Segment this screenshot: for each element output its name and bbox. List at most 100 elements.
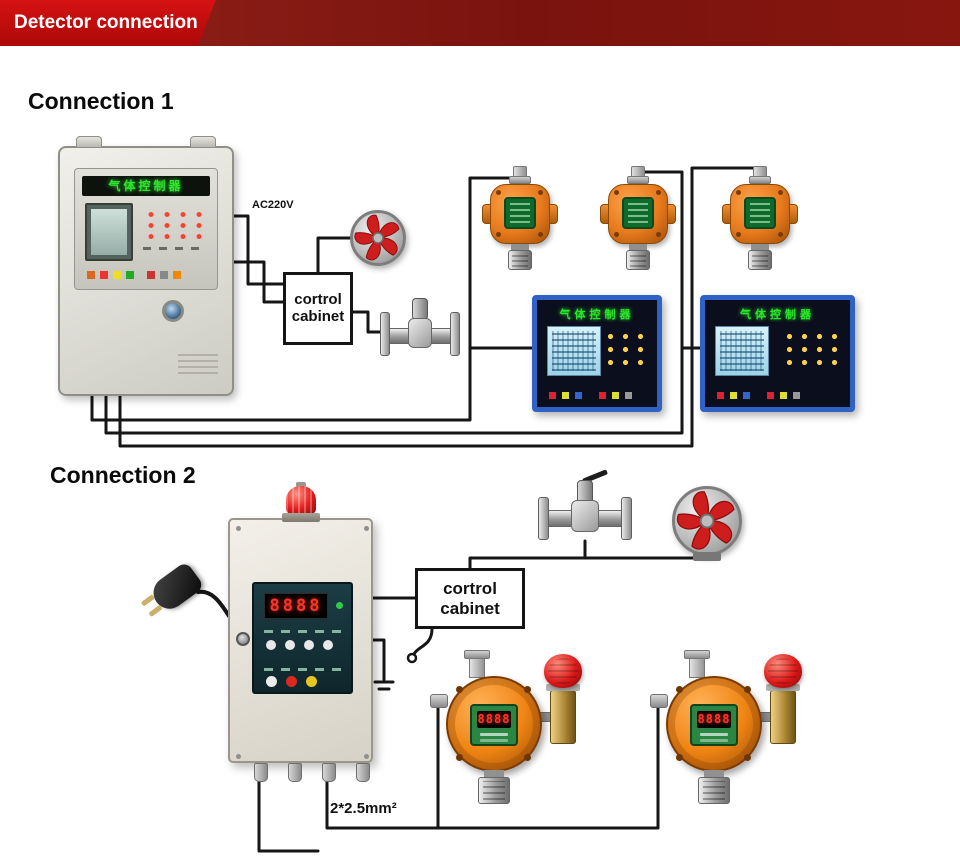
housing-bolt (676, 754, 683, 761)
panel-lcd (547, 326, 601, 376)
housing-bolts (736, 190, 741, 195)
led-labels (143, 247, 207, 250)
sensor-head (698, 777, 730, 804)
cabinet-label-line1: cortrol (443, 579, 497, 599)
display-label-row (700, 739, 728, 742)
digit-window: 8888 (477, 711, 511, 728)
controller-face-panel: 8888 (252, 582, 353, 694)
fan-blades-icon (354, 214, 400, 261)
sensor-ribs (483, 781, 505, 800)
dome-ridges (548, 658, 578, 684)
detector-display (622, 197, 654, 229)
housing-ear (667, 204, 676, 224)
alarm-controller-box: 8888 (228, 482, 373, 782)
housing-ear (600, 204, 609, 224)
sensor-ribs (630, 253, 646, 267)
lcd-glass (91, 209, 127, 255)
sensor-neck (629, 244, 647, 250)
panel-lcd (715, 326, 769, 376)
power-plug (136, 560, 216, 622)
wire-detector3 (118, 166, 762, 448)
solenoid-valve (380, 298, 460, 368)
housing-bolt (676, 686, 683, 693)
housing-bolt (524, 686, 531, 693)
controller-buttons (87, 271, 95, 279)
valve-actuator (412, 298, 428, 320)
controller-front-panel: 气体控制器 (74, 168, 218, 290)
exhaust-fan (350, 210, 406, 266)
display-label-row (480, 733, 508, 736)
fan-blades-icon (676, 491, 735, 550)
display-rows (628, 203, 648, 223)
sensor-ribs (703, 781, 725, 800)
lcd-text-rows (552, 331, 596, 371)
wire-plug-cord (196, 589, 231, 618)
display-label-row (480, 739, 508, 742)
detector-display: 8888 (470, 704, 518, 746)
cable-gland (356, 763, 370, 782)
sensor-head (748, 250, 772, 270)
control-cabinet-box: cortrol cabinet (415, 568, 525, 629)
gas-control-panel: 气体控制器 (700, 295, 855, 412)
panel-indicator-dots (603, 330, 647, 368)
door-lock-knob (162, 300, 184, 322)
plug-head (140, 560, 205, 618)
gas-detector-with-siren: 8888 (428, 650, 594, 810)
alarm-beacon (282, 482, 320, 522)
label-row (264, 630, 342, 633)
sensor-head (508, 250, 532, 270)
siren-dome (544, 654, 582, 688)
siren-body (550, 690, 576, 744)
panel-title: 气体控制器 (559, 309, 635, 321)
button-row (266, 640, 276, 650)
sensor-neck (751, 244, 769, 250)
cable-gland (322, 763, 336, 782)
housing-ear (482, 204, 491, 224)
wire-gland-stub (257, 779, 320, 853)
solenoid-valve (538, 469, 632, 544)
wire-detector1 (90, 176, 522, 422)
wire-detector2 (104, 170, 684, 435)
sensor-head (478, 777, 510, 804)
conduit-entry (689, 658, 705, 678)
indicator-leds (143, 209, 209, 241)
housing-bolts (614, 190, 619, 195)
button-row (266, 676, 277, 687)
vent-slots (178, 354, 218, 374)
lead-terminal (406, 652, 418, 664)
panel-indicator-dots (782, 330, 840, 368)
beacon-cap (296, 482, 306, 487)
dome-ridges (768, 658, 798, 684)
gas-controller-box: 气体控制器 (58, 136, 234, 396)
seven-segment-display: 8888 (264, 593, 328, 619)
connection1-heading: Connection 1 (28, 88, 174, 114)
siren-body (770, 690, 796, 744)
plug-pin (148, 604, 163, 618)
ac220v-label: AC220V (252, 199, 294, 211)
cabinet-label-line2: cabinet (440, 598, 500, 618)
valve-flange (538, 497, 549, 540)
wire-controller-cabinet (232, 260, 285, 304)
housing-bolt (456, 754, 463, 761)
door-lock (236, 632, 250, 646)
sensor-ribs (512, 253, 528, 267)
corner-screws (236, 526, 241, 531)
wire-entry-fitting (430, 694, 448, 708)
cable-gland (288, 763, 302, 782)
detector-display (504, 197, 536, 229)
gas-detector (722, 166, 798, 270)
sensor-head (626, 250, 650, 270)
wire-entry-fitting (650, 694, 668, 708)
plug-pin (140, 594, 156, 607)
valve-flange (621, 497, 632, 540)
sensor-neck (484, 770, 504, 778)
gas-control-panel: 气体控制器 (532, 295, 662, 412)
sensor-neck (511, 244, 529, 250)
display-rows (510, 203, 530, 223)
mounting-ear (76, 136, 102, 148)
wire-bus-detectorB (325, 700, 660, 830)
siren-dome (764, 654, 802, 688)
title-banner: Detector connection (0, 0, 960, 46)
beacon-base (282, 513, 320, 522)
